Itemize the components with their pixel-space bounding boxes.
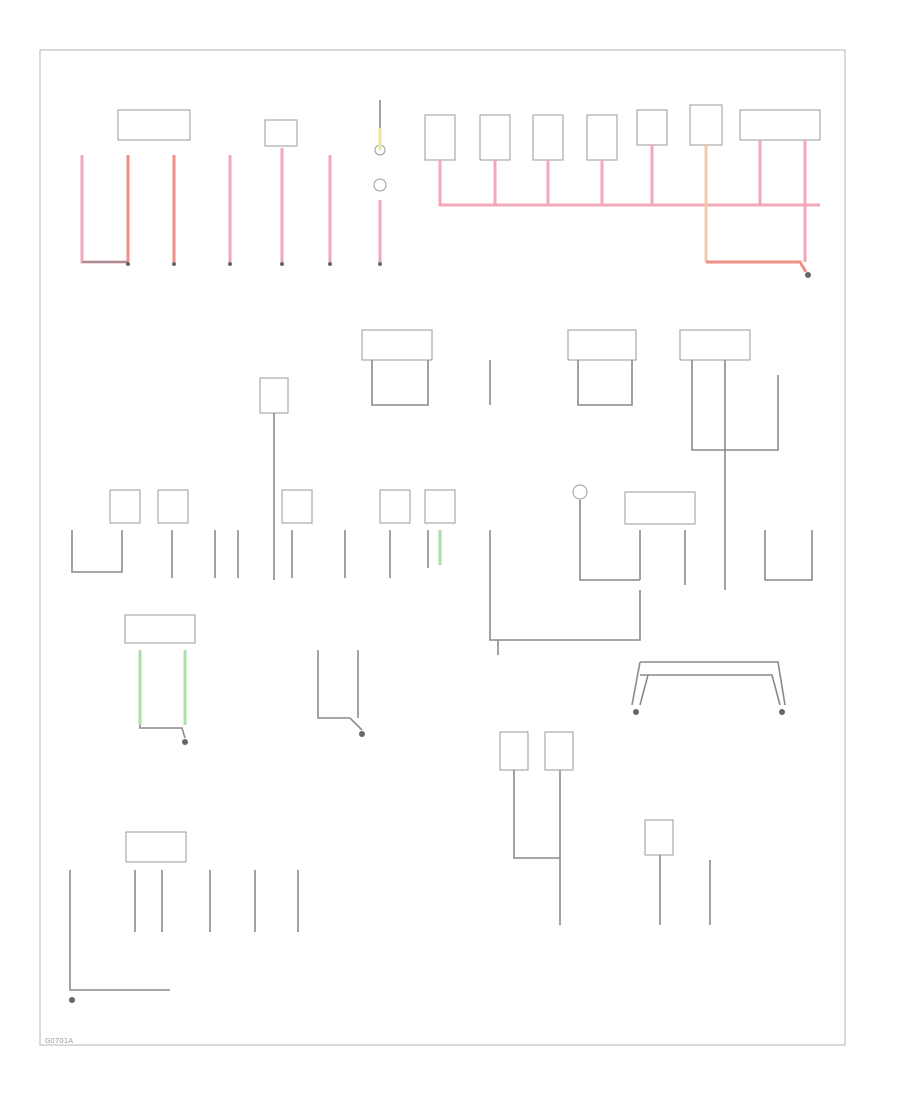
diagram-border	[39, 49, 846, 1046]
bottom-row-group	[69, 731, 711, 1003]
third-row-group	[71, 484, 813, 641]
fourth-row-group	[124, 614, 786, 745]
top-row-group	[80, 100, 821, 278]
diagram-code: G0701A	[45, 1037, 73, 1045]
middle-row-group	[259, 329, 779, 590]
